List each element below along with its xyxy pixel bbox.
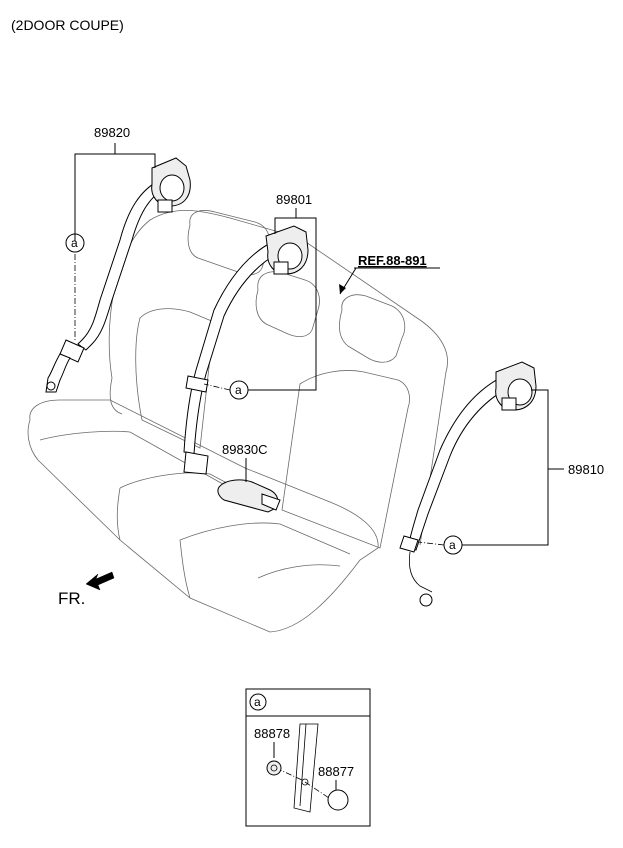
plug-part (327, 789, 349, 811)
reference-label: REF.88-891 (358, 253, 427, 268)
callout-a-left: a (65, 233, 85, 253)
buckle-89830c (217, 479, 281, 513)
right-seat-belt (399, 361, 537, 607)
variant-title: (2DOOR COUPE) (11, 17, 124, 33)
front-label: FR. (58, 589, 85, 608)
part-label-plug: 88877 (318, 764, 354, 779)
front-direction-indicator: FR. (58, 571, 115, 608)
detail-box-a: a 88878 88877 (245, 688, 371, 827)
svg-text:a: a (449, 538, 456, 552)
svg-text:a: a (71, 236, 78, 250)
detail-marker: a (254, 695, 261, 709)
rear-seat-outline (27, 209, 448, 633)
part-label-cap: 88878 (254, 726, 290, 741)
center-seat-belt (183, 225, 309, 475)
part-label-buckle: 89830C (222, 442, 268, 457)
callout-a-right: a (443, 535, 463, 555)
part-label-left-belt: 89820 (94, 125, 130, 140)
part-label-center-belt: 89801 (276, 192, 312, 207)
right-belt-bracket (462, 389, 549, 546)
part-label-right-belt: 89810 (568, 462, 604, 477)
svg-text:a: a (235, 383, 242, 397)
center-belt-bracket (248, 217, 317, 391)
front-arrow-icon (85, 571, 115, 591)
callout-a-center: a (229, 380, 249, 400)
left-seat-belt (45, 157, 191, 393)
cap-part (266, 760, 282, 776)
